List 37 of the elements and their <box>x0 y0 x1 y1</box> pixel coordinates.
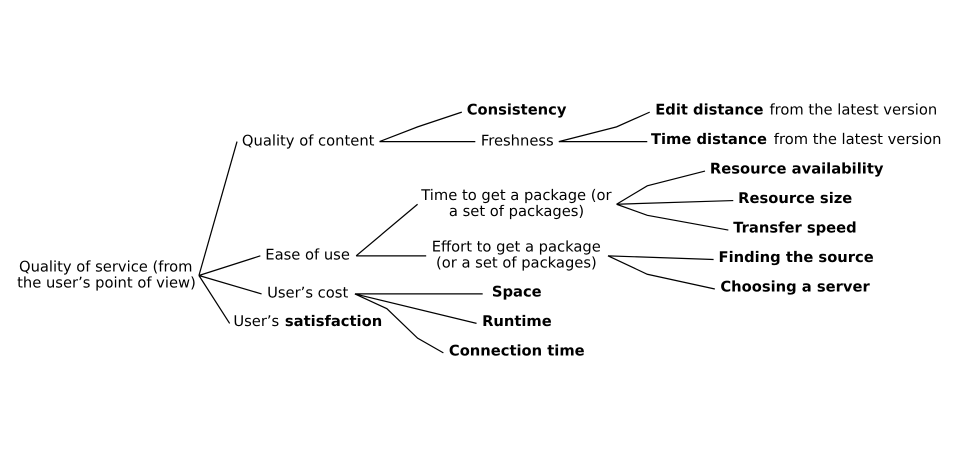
connector <box>608 255 714 260</box>
connector <box>198 255 261 276</box>
connector <box>356 204 418 256</box>
connector <box>354 293 483 295</box>
node-text: Quality of content <box>242 132 374 150</box>
node-text: Edit distance from the latest version <box>655 102 938 119</box>
connector <box>354 293 444 354</box>
connector <box>380 140 476 142</box>
node-text: User’s cost <box>267 284 348 302</box>
connector <box>198 274 262 294</box>
connector <box>356 255 426 256</box>
node-text: Time distance from the latest version <box>650 131 942 148</box>
node-text: Choosing a server <box>720 278 870 296</box>
node-text: Resource size <box>738 190 852 208</box>
connector <box>558 112 650 142</box>
node-text: Space <box>492 283 542 300</box>
node-text: Finding the source <box>718 249 874 266</box>
connector <box>616 204 728 231</box>
node-text: Freshness <box>480 132 554 150</box>
node-text: Connection time <box>448 342 585 360</box>
node-text: Consistency <box>466 102 566 119</box>
connector <box>558 140 648 142</box>
connector <box>608 255 715 290</box>
node-text: Transfer speed <box>733 220 857 237</box>
node-text: Effort to get a package (or a set of packages) <box>432 238 601 272</box>
connector <box>354 293 477 324</box>
node-text: User’s satisfaction <box>233 312 382 330</box>
node-text: Quality of service (from the user’s point of view) <box>17 258 196 292</box>
node-text: Ease of use <box>265 246 350 264</box>
connector <box>198 141 238 276</box>
connector <box>198 275 230 324</box>
node-text: Resource availability <box>710 160 884 178</box>
node-text: Runtime <box>482 312 552 330</box>
connector <box>379 112 462 142</box>
connector <box>616 170 706 205</box>
node-text: Time to get a package (or a set of packages) <box>421 187 612 220</box>
connector <box>616 200 734 205</box>
